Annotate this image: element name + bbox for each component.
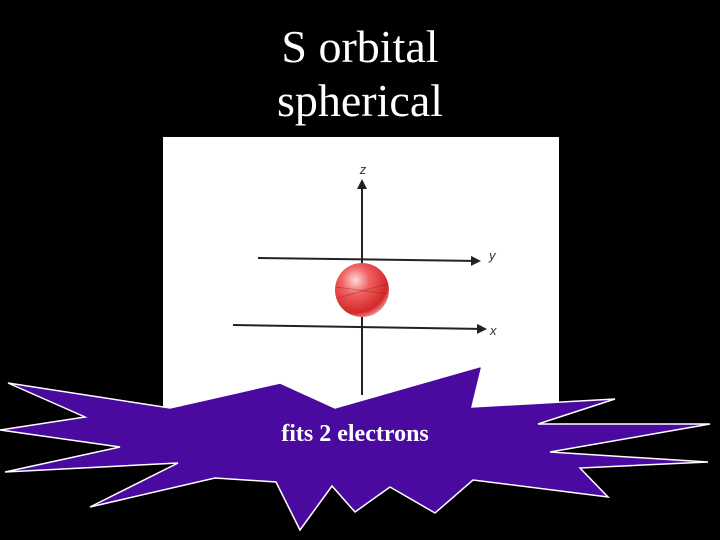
s-orbital-sphere [335,263,389,317]
z-axis-label: z [359,162,367,177]
slide-title: S orbital spherical [0,20,720,128]
callout-text: fits 2 electrons [281,421,429,447]
title-line-1: S orbital [281,21,439,72]
orbital-diagram: z y x [232,162,497,395]
orbital-diagram-panel: z y x [163,137,559,417]
y-axis [257,255,481,266]
x-axis-label: x [489,323,497,338]
x-axis [232,323,487,334]
title-line-2: spherical [276,75,444,126]
y-axis-label: y [488,248,497,263]
